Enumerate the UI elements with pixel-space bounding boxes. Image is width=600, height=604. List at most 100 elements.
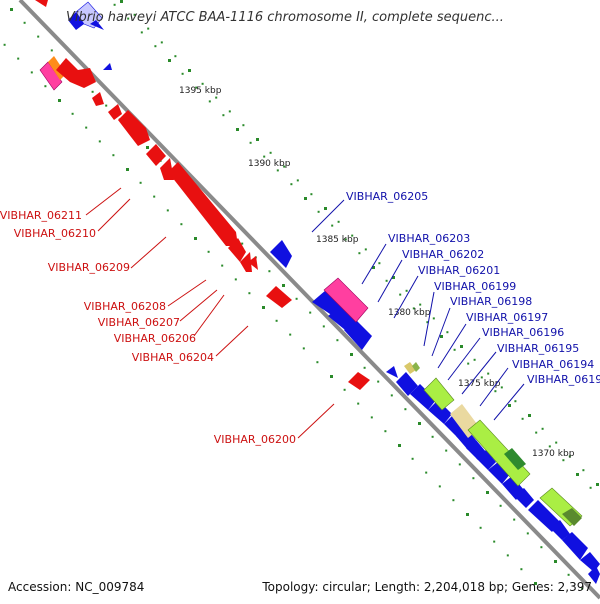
tick-dot (399, 293, 402, 296)
tick-dot (336, 339, 339, 342)
tick-dot (337, 220, 340, 223)
gene-reverse[interactable] (476, 450, 496, 470)
gene-misc[interactable] (39, 61, 63, 91)
tick-dot (168, 59, 171, 62)
tick-dot (582, 469, 585, 472)
gene-label-vibhar-06205[interactable]: VIBHAR_06205 (346, 190, 428, 203)
gene-label-vibhar-06198[interactable]: VIBHAR_06198 (450, 295, 532, 308)
tick-dot (113, 3, 116, 6)
gene-label-vibhar-06210[interactable]: VIBHAR_06210 (14, 227, 96, 240)
tick-dot (419, 303, 422, 306)
tick-dot (71, 112, 74, 115)
tick-dot (309, 311, 312, 314)
gene-label-vibhar-06209[interactable]: VIBHAR_06209 (48, 261, 130, 274)
gene-label-vibhar-06204[interactable]: VIBHAR_06204 (132, 351, 214, 364)
gene-reverse[interactable] (270, 240, 292, 268)
gene-misc[interactable] (423, 377, 455, 411)
tick-dot (540, 546, 543, 549)
gene-reverse[interactable] (562, 532, 588, 560)
tick-dot (554, 560, 557, 563)
tick-dot (30, 71, 33, 74)
tick-dot (310, 193, 313, 196)
tick-dot (154, 45, 157, 48)
tick-dot (242, 124, 245, 127)
gene-misc[interactable] (323, 277, 369, 323)
gene-label-vibhar-06208[interactable]: VIBHAR_06208 (84, 300, 166, 313)
gene-forward[interactable] (108, 104, 122, 120)
gene-forward[interactable] (348, 372, 370, 390)
gene-forward[interactable] (35, 0, 48, 7)
tick-dot (263, 155, 266, 158)
tick-dot (392, 276, 395, 279)
gene-reverse[interactable] (514, 488, 534, 508)
gene-forward[interactable] (266, 286, 292, 308)
gene-reverse[interactable] (550, 520, 570, 540)
tick-dot (596, 483, 599, 486)
gene-label-vibhar-06196[interactable]: VIBHAR_06196 (482, 326, 564, 339)
gene-reverse[interactable] (410, 384, 436, 410)
gene-forward[interactable] (118, 110, 150, 146)
gene-label-vibhar-06206[interactable]: VIBHAR_06206 (114, 332, 196, 345)
tick-dot (364, 248, 367, 251)
gene-label-vibhar-06201[interactable]: VIBHAR_06201 (418, 264, 500, 277)
tick-dot (282, 284, 285, 287)
gene-misc[interactable] (404, 362, 416, 374)
gene-forward[interactable] (168, 162, 238, 246)
tick-dot (426, 321, 429, 324)
gene-forward[interactable] (248, 256, 258, 270)
tick-dot (127, 17, 130, 20)
tick-dot (195, 86, 198, 89)
gene-label-vibhar-06207[interactable]: VIBHAR_06207 (98, 316, 180, 329)
gene-label-vibhar-06195[interactable]: VIBHAR_06195 (497, 342, 579, 355)
tick-dot (249, 141, 252, 144)
tick-dot (207, 250, 210, 253)
tick-dot (222, 114, 225, 117)
gene-forward[interactable] (92, 92, 104, 106)
tick-dot (331, 224, 334, 227)
gene-reverse[interactable] (90, 20, 104, 30)
accession-text: Accession: NC_009784 (8, 580, 145, 594)
gene-forward[interactable] (228, 238, 246, 262)
gene-reverse[interactable] (528, 500, 560, 532)
tick-dot (418, 422, 421, 425)
tick-dot (493, 540, 496, 543)
gene-reverse[interactable] (68, 12, 84, 30)
gene-forward[interactable] (146, 144, 166, 166)
gene-misc[interactable] (467, 419, 531, 487)
tick-dot (390, 394, 393, 397)
tick-dot (581, 587, 584, 590)
gene-misc[interactable] (412, 362, 420, 372)
tick-dot (180, 223, 183, 226)
gene-misc[interactable] (504, 448, 526, 470)
tick-dot (174, 55, 177, 58)
tick-dot (302, 347, 305, 350)
gene-forward[interactable] (56, 58, 96, 88)
gene-label-vibhar-06200[interactable]: VIBHAR_06200 (214, 433, 296, 446)
tick-dot (486, 491, 489, 494)
gene-reverse[interactable] (386, 366, 398, 378)
tick-dot (290, 183, 293, 186)
gene-reverse[interactable] (103, 63, 112, 70)
gene-reverse[interactable] (344, 320, 372, 350)
tick-dot (453, 348, 456, 351)
gene-label-vibhar-06202[interactable]: VIBHAR_06202 (402, 248, 484, 261)
gene-label-vibhar-06199[interactable]: VIBHAR_06199 (434, 280, 516, 293)
gene-reverse[interactable] (588, 566, 600, 584)
gene-label-vibhar-06203[interactable]: VIBHAR_06203 (388, 232, 470, 245)
gene-reverse[interactable] (488, 462, 510, 484)
tick-dot (385, 279, 388, 282)
gene-label-vibhar-06197[interactable]: VIBHAR_06197 (466, 311, 548, 324)
gene-forward[interactable] (240, 252, 252, 272)
gene-label-vibhar-06193[interactable]: VIBHAR_06193 (527, 373, 600, 386)
gene-reverse[interactable] (396, 372, 418, 396)
gene-reverse[interactable] (428, 400, 452, 424)
tick-dot (283, 165, 286, 168)
tick-dot (548, 445, 551, 448)
gene-misc[interactable] (562, 508, 582, 526)
gene-label-vibhar-06194[interactable]: VIBHAR_06194 (512, 358, 594, 371)
tick-dot (10, 8, 13, 11)
gene-label-vibhar-06211[interactable]: VIBHAR_06211 (0, 209, 82, 222)
tick-dot (215, 96, 218, 99)
left-gene-labels (85, 187, 335, 439)
